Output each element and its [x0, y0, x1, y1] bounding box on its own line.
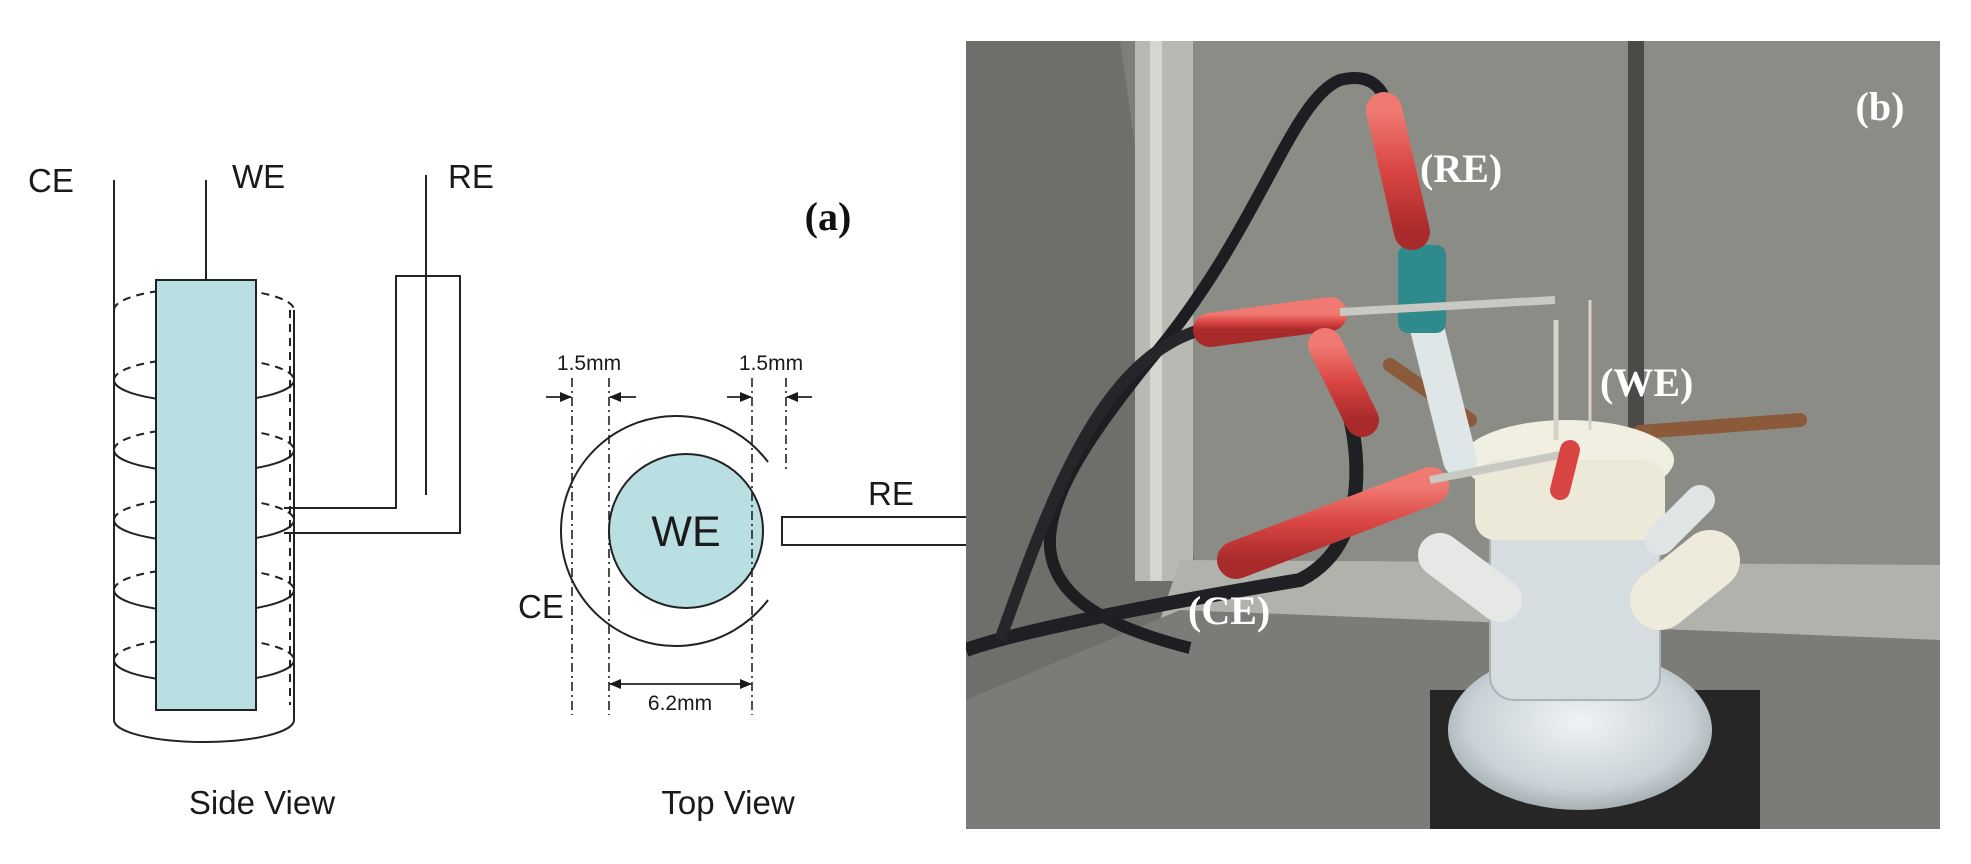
diameter-label: 6.2mm: [648, 692, 712, 715]
black-cable-1: [1043, 72, 1396, 654]
side-view-ce-label: CE: [28, 162, 74, 199]
photo-ce-label: (CE): [1188, 588, 1270, 633]
top-view-re-label: RE: [868, 475, 914, 512]
top-view-diagram: 1.5mm 1.5mm 6.2mm WE CE RE Top View: [518, 352, 969, 821]
side-view-caption: Side View: [189, 784, 335, 821]
gap-left-label: 1.5mm: [557, 352, 621, 375]
red-lead-ce: [1217, 467, 1449, 579]
re-luggin-capillary: [284, 275, 461, 534]
black-cable-2: [966, 356, 1364, 657]
vertical-rail-edge: [1150, 41, 1162, 581]
port-tube-back-right: [1645, 485, 1715, 555]
stand-rod: [1628, 41, 1644, 441]
side-view-we-label: WE: [232, 158, 285, 195]
top-view-we-label: WE: [651, 508, 720, 556]
black-cable-3: [994, 324, 1202, 643]
red-clip-small: [1550, 440, 1580, 500]
side-port-left: [1418, 533, 1522, 622]
dimension-arrows: [546, 392, 812, 689]
clamp-arm: [1633, 413, 1807, 439]
cell-photograph: [966, 41, 1940, 829]
red-lead-middle-2: [1308, 328, 1379, 437]
gap-right-label: 1.5mm: [739, 352, 803, 375]
side-view-diagram: CE WE RE Side View: [28, 158, 494, 821]
top-view-caption: Top View: [661, 784, 794, 821]
top-view-ce-label: CE: [518, 588, 564, 625]
red-lead-middle: [1193, 297, 1347, 347]
stopper-body: [1475, 460, 1665, 540]
reference-electrode-tip: [781, 516, 969, 546]
side-port-right: [1630, 530, 1740, 630]
red-lead-re: [1366, 92, 1430, 250]
side-view-re-label: RE: [448, 158, 494, 195]
alligator-clip-ce: [1429, 451, 1561, 484]
teal-connector: [1398, 245, 1446, 333]
dimension-guides: [571, 378, 787, 715]
photo-re-label: (RE): [1420, 146, 1502, 191]
counter-electrode-ring: [560, 415, 769, 647]
photo-we-label: (WE): [1600, 360, 1693, 405]
panel-a-tag: (a): [805, 194, 852, 239]
panel-b-tag: (b): [1856, 84, 1905, 129]
alligator-clip-we: [1339, 296, 1556, 316]
working-electrode-rod: [155, 279, 257, 711]
